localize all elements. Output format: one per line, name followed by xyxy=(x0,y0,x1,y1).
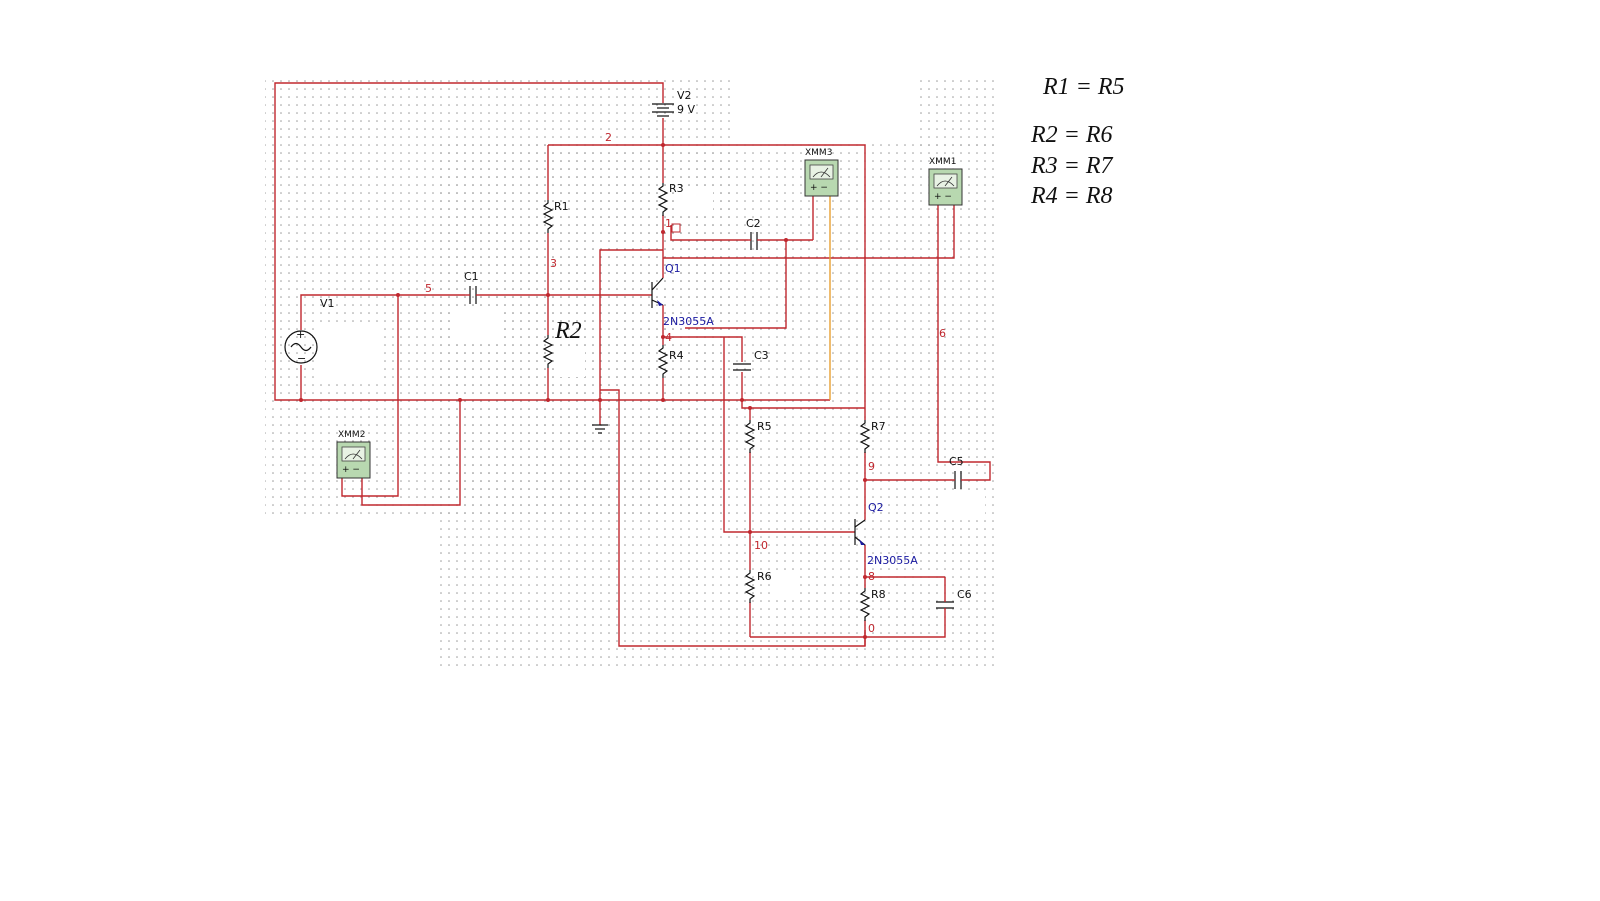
resistor-r1-label: R1 xyxy=(554,200,569,213)
r2-large-label: R2 xyxy=(554,318,582,344)
net-label-0: 0 xyxy=(868,622,875,635)
capacitor-c3-label: C3 xyxy=(754,349,769,362)
wires xyxy=(274,82,991,647)
equation-r2-r6: R2 = R6 xyxy=(1030,122,1113,148)
svg-text:−: − xyxy=(297,352,306,365)
source-v1-label: V1 xyxy=(320,297,335,310)
multimeter-xmm3[interactable]: + − xyxy=(804,159,839,197)
ac-source-v1-symbol: + − xyxy=(284,328,318,365)
transistor-q2-model: 2N3055A xyxy=(867,554,918,567)
multimeter-xmm3-label: XMM3 xyxy=(805,148,832,158)
net-label-6: 6 xyxy=(939,327,946,340)
capacitor-c6-label: C6 xyxy=(957,588,972,601)
capacitor-c1-label: C1 xyxy=(464,270,479,283)
equation-r4-r8: R4 = R8 xyxy=(1030,183,1113,209)
supply-name-label: V2 xyxy=(677,89,692,102)
multimeter-xmm1-label: XMM1 xyxy=(929,157,956,167)
net-label-3: 3 xyxy=(550,257,557,270)
multimeter-xmm2-label: XMM2 xyxy=(338,430,365,440)
resistor-r6-label: R6 xyxy=(757,570,772,583)
transistor-q1-model: 2N3055A xyxy=(663,315,714,328)
equation-r3-r7: R3 = R7 xyxy=(1030,153,1114,179)
capacitor-c5-label: C5 xyxy=(949,455,964,468)
supply-value-label: 9 V xyxy=(677,103,695,116)
resistor-symbols xyxy=(542,183,871,621)
transistor-q1-label: Q1 xyxy=(665,262,681,275)
net-label-10: 10 xyxy=(754,539,768,552)
svg-text:+: + xyxy=(296,328,305,341)
svg-text:+ −: + − xyxy=(342,465,360,475)
resistor-r8-label: R8 xyxy=(871,588,886,601)
net-label-1: 1 xyxy=(665,217,672,230)
capacitor-symbols xyxy=(465,232,964,612)
transistor-q1-symbol xyxy=(651,277,664,308)
capacitor-c2-label: C2 xyxy=(746,217,761,230)
label-backdrops xyxy=(318,190,985,600)
equation-r1-r5: R1 = R5 xyxy=(1042,74,1125,100)
svg-text:+ −: + − xyxy=(934,192,952,202)
net-label-9: 9 xyxy=(868,460,875,473)
resistor-r5-label: R5 xyxy=(757,420,772,433)
transistor-q2-label: Q2 xyxy=(868,501,884,514)
resistor-r7-label: R7 xyxy=(871,420,886,433)
junctions xyxy=(299,143,867,639)
net-label-4: 4 xyxy=(665,331,672,344)
transistor-q2-symbol xyxy=(854,519,866,546)
multimeter-xmm1[interactable]: + − xyxy=(928,168,963,206)
resistor-r3-label: R3 xyxy=(669,182,684,195)
net-label-5: 5 xyxy=(425,282,432,295)
resistor-r4-label: R4 xyxy=(669,349,684,362)
net-label-2: 2 xyxy=(605,131,612,144)
svg-text:+ −: + − xyxy=(810,183,828,193)
probe-marker xyxy=(671,223,681,233)
ground-symbol xyxy=(592,424,608,434)
net-label-8: 8 xyxy=(868,570,875,583)
battery-v2-symbol xyxy=(652,103,674,117)
multimeter-xmm2[interactable]: + − xyxy=(336,441,371,479)
